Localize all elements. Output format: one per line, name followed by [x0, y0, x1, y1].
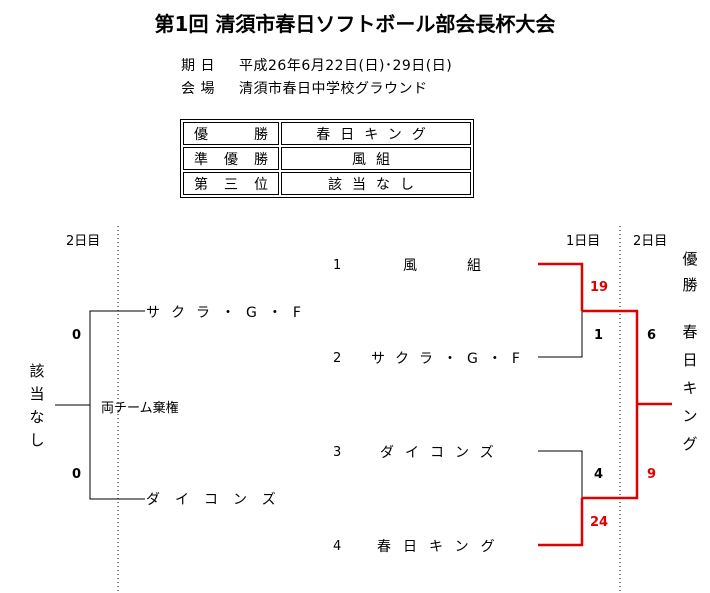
event-date: 期 日 平成26年6月22日(日)･29日(日) [181, 55, 452, 75]
third-place-team-top: サクラ・G・F [146, 305, 312, 321]
final-top-line [582, 309, 639, 404]
team-name: 春日キング [377, 539, 507, 555]
date-label: 期 日 [181, 58, 215, 74]
forfeit-note: 両チーム棄権 [101, 401, 179, 416]
rank-cell: 優勝 [183, 122, 279, 145]
team-name: サクラ・G・F [371, 351, 530, 367]
score-final-bottom: 9 [647, 467, 657, 482]
final-bottom-line [582, 404, 639, 500]
seed-number: 4 [333, 539, 342, 554]
score-final-top: 6 [647, 328, 657, 343]
page-title: 第1回 清須市春日ソフトボール部会長杯大会 [154, 12, 556, 36]
venue-value: 清須市春日中学校グラウンド [239, 81, 428, 97]
seed-number: 3 [333, 445, 342, 460]
day-label-right-1: 1日目 [566, 234, 601, 249]
match2-winner-line [538, 498, 584, 547]
rank-cell: 第三位 [183, 172, 279, 195]
third-place-result: 該当なし [29, 362, 45, 449]
score-match2-seed3: 4 [594, 467, 604, 482]
champion-team: 春日キング [682, 323, 698, 453]
score-match1-seed1: 19 [590, 280, 609, 295]
team-name: 風 組 [403, 258, 499, 274]
team-cell: 該当なし [281, 172, 471, 195]
date-value: 平成26年6月22日(日)･29日(日) [239, 58, 453, 74]
day-label-left: 2日目 [66, 234, 101, 249]
venue-label: 会 場 [181, 81, 215, 97]
results-table: 優勝 春日キング 準優勝 風組 第三位 該当なし [180, 119, 474, 198]
team-name: ダイコンズ [380, 445, 505, 461]
third-place-score-bottom: 0 [72, 467, 82, 482]
match1-winner-line [538, 262, 584, 311]
team-cell: 春日キング [281, 122, 471, 145]
champion-label: 優勝 [682, 250, 698, 294]
table-row: 準優勝 風組 [183, 147, 471, 170]
score-match2-seed4: 24 [590, 515, 609, 530]
match1-loser-line [538, 311, 583, 358]
table-row: 第三位 該当なし [183, 172, 471, 195]
event-venue: 会 場 清須市春日中学校グラウンド [181, 78, 428, 98]
day-label-right-2: 2日目 [633, 234, 668, 249]
rank-cell: 準優勝 [183, 147, 279, 170]
seed-number: 1 [333, 258, 342, 273]
team-cell: 風組 [281, 147, 471, 170]
match2-loser-line [538, 450, 583, 498]
seed-number: 2 [333, 351, 342, 366]
third-place-score-top: 0 [72, 328, 82, 343]
third-place-team-bottom: ダイコンズ [146, 492, 291, 508]
table-row: 優勝 春日キング [183, 122, 471, 145]
score-match1-seed2: 1 [594, 328, 604, 343]
